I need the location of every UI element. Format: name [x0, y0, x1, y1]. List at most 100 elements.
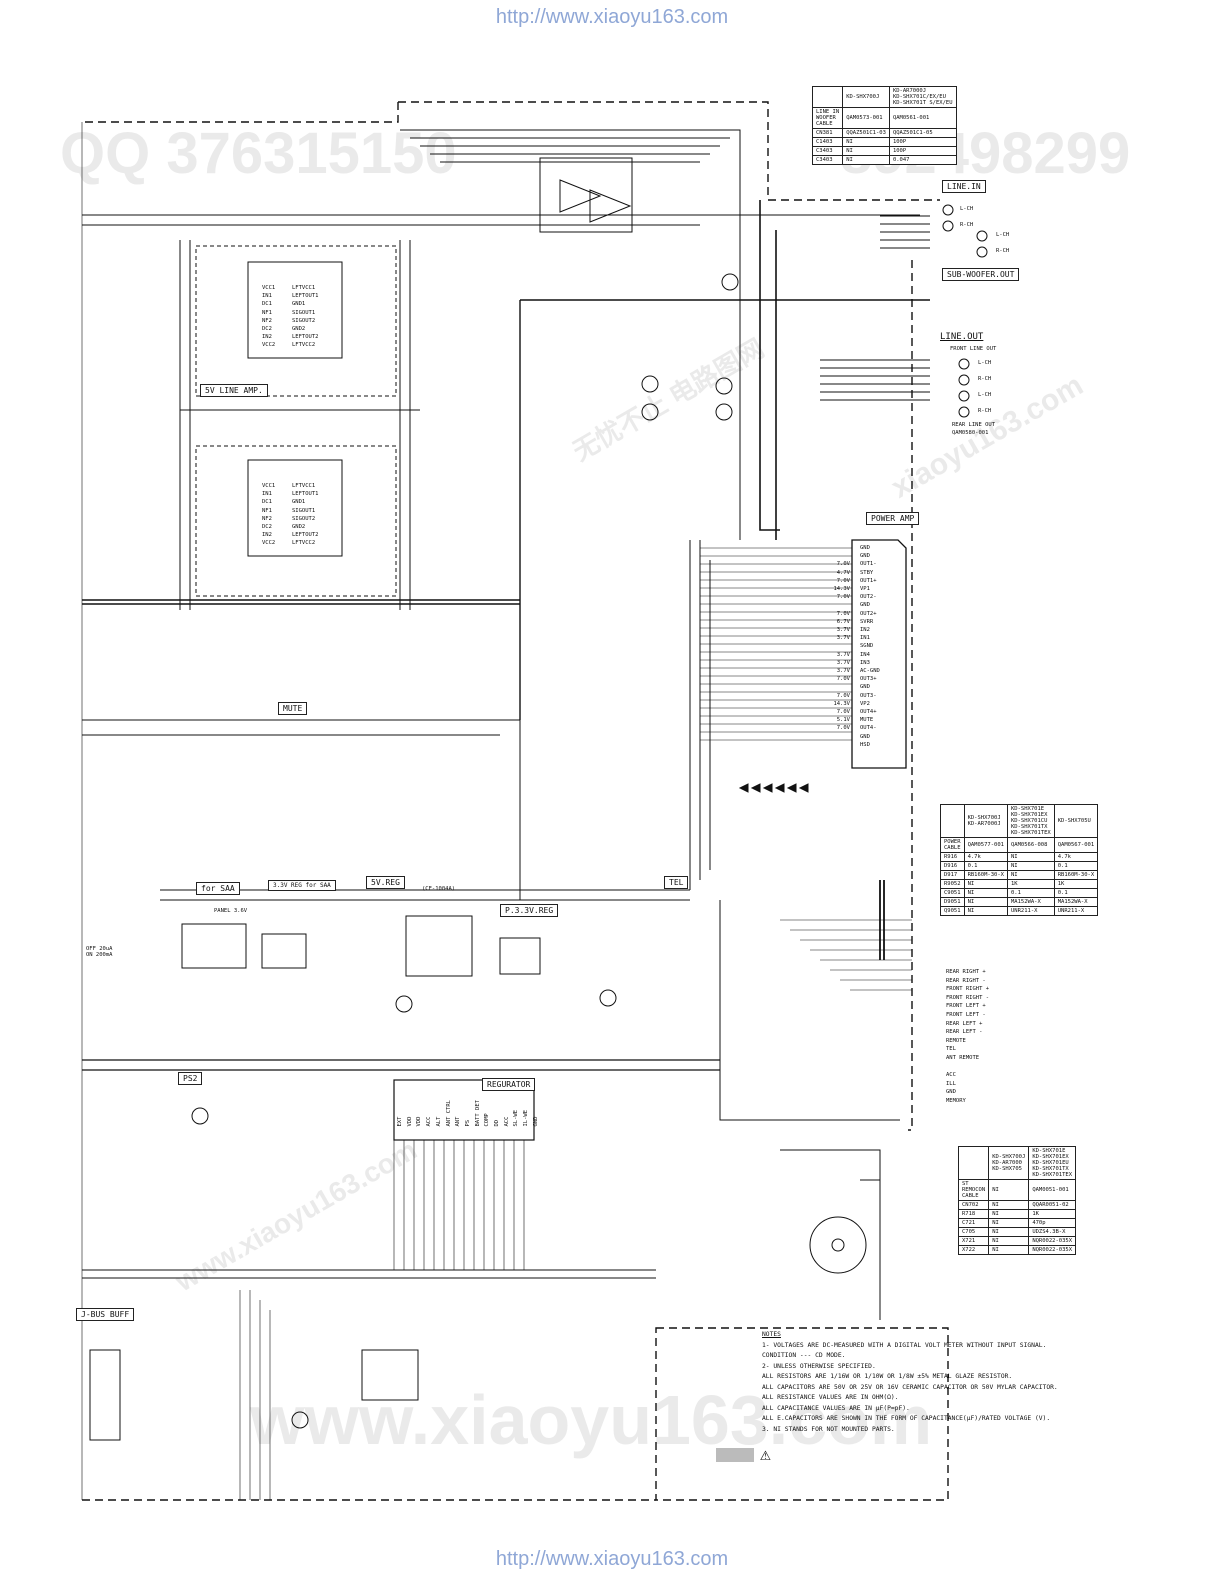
pa-volt: 7.0V: [836, 725, 850, 732]
pa-volt: 3.7V: [836, 668, 850, 675]
line-amp-pins-left: VCC1 IN1 DC1 NF1 NF2 DC2 IN2 VCC2: [262, 284, 275, 350]
note-line: ALL CAPACITORS ARE 50V OR 25V OR 16V CER…: [762, 1383, 1058, 1391]
table-mid-cell: D917: [940, 870, 965, 880]
speaker-output: TEL: [946, 1046, 956, 1053]
table-bot-cell: QQAR0051-02: [1028, 1200, 1077, 1210]
table-bot-cell: 470p: [1028, 1218, 1077, 1228]
la-pin: LEFTOUT1: [292, 293, 319, 300]
pa-volt: 7.0V: [836, 709, 850, 716]
table-mid-cell: R9052: [940, 879, 965, 889]
reg-pin: GND: [532, 1116, 539, 1127]
line-amp-pins-right: LFTVCC1 LEFTOUT1 GND1 SIGOUT1 SIGOUT2 GN…: [292, 284, 319, 350]
la2-pin: VCC2: [262, 540, 276, 547]
pa-pin: IN4: [860, 651, 870, 658]
speaker-output: FRONT RIGHT -: [946, 994, 990, 1001]
la-pin: NF1: [262, 309, 272, 316]
block-5v-reg: 5V.REG: [366, 876, 405, 889]
pa-volt: 3.7V: [836, 651, 850, 658]
pa-pin: AC-GND: [860, 668, 880, 675]
block-jbus-buff: J-BUS BUFF: [76, 1308, 135, 1321]
label-front-line-out: FRONT LINE OUT: [950, 346, 997, 352]
table-bot-cell: R718: [957, 1209, 990, 1219]
pa-volt: [826, 683, 850, 691]
table-mid-cell: NI: [1007, 852, 1055, 862]
speaker-output: REAR LEFT +: [946, 1020, 983, 1027]
pa-pin: OUT1+: [860, 577, 877, 584]
la-pin: SIGOUT1: [292, 309, 316, 316]
table-mid-cell: 4.7k: [1053, 852, 1099, 862]
la2-pin: NF1: [262, 507, 272, 514]
table-mid-cell: UNR211-X: [1007, 906, 1055, 916]
speaker-output: GND: [946, 1089, 956, 1096]
table-remocon-variants: KD-SHX700J KD-AR7000 KD-SHX705 KD-SHX701…: [957, 1146, 1077, 1255]
speaker-output-list: REAR RIGHT + REAR RIGHT - FRONT RIGHT + …: [946, 968, 989, 1106]
speaker-output: ILL: [946, 1080, 956, 1087]
table-bot-header-2: KD-SHX701E KD-SHX701EX KD-SHX701EU KD-SH…: [1028, 1146, 1077, 1180]
table-mid-cell: RB160M-30-X: [963, 870, 1009, 880]
la-pin: DC2: [262, 326, 272, 333]
pa-volt: 6.7V: [836, 618, 850, 625]
block-p33v-reg: P.3.3V.REG: [500, 904, 559, 917]
pa-volt: [826, 741, 850, 749]
table-mid-cell: 1K: [1053, 879, 1099, 889]
block-line-in: LINE.IN: [942, 180, 986, 193]
la2-pin: LFTVCC1: [292, 483, 316, 489]
la-pin: LEFTOUT2: [292, 334, 319, 341]
la2-pin: SIGOUT2: [292, 515, 316, 522]
table-top-cell: C3403: [811, 155, 844, 165]
pa-pin: OUT4+: [860, 709, 877, 716]
footer-url[interactable]: http://www.xiaoyu163.com: [495, 1548, 729, 1570]
pa-pin: OUT2+: [860, 610, 877, 617]
block-sub-woofer-out: SUB-WOOFER.OUT: [942, 268, 1020, 281]
la2-pin: LFTVCC2: [292, 540, 316, 547]
pa-pin: SVRR: [860, 618, 874, 625]
pa-volt: 7.0V: [836, 561, 850, 568]
la-pin: DC1: [262, 301, 272, 308]
pa-pin: OUT3-: [860, 692, 877, 699]
la-pin: VCC1: [262, 285, 276, 291]
block-regulator: REGURATOR: [482, 1078, 536, 1091]
pa-volt: [826, 642, 850, 650]
pa-pin: OUT1-: [860, 561, 877, 568]
table-bot-cell: NI: [988, 1236, 1030, 1246]
label-panel: PANEL 3.6V: [214, 908, 248, 914]
jack-label: L-CH: [996, 232, 1010, 238]
la2-pin: LEFTOUT2: [292, 532, 319, 539]
notes-block: NOTES 1- VOLTAGES ARE DC-MEASURED WITH A…: [762, 1330, 1058, 1435]
regulator-pins: EXT VDD VDD ACC ALT ANT CTRL ANT PS BATT…: [396, 1100, 540, 1127]
speaker-output: ACC: [946, 1072, 956, 1079]
table-bot-cell: NI: [988, 1227, 1030, 1237]
table-mid-cell: UNR211-X: [1053, 906, 1099, 916]
note-line: CONDITION --- CD MODE.: [762, 1352, 846, 1359]
table-mid-cell: QAM0577-001: [963, 837, 1009, 853]
reg-pin: ALT: [435, 1116, 442, 1127]
header-url[interactable]: http://www.xiaoyu163.com: [495, 6, 729, 28]
pa-volt: [826, 733, 850, 741]
line-amp2-pins-left: VCC1 IN1 DC1 NF1 NF2 DC2 IN2 VCC2: [262, 482, 275, 548]
table-top-header-1: KD-SHX700J: [842, 86, 890, 108]
pa-volt: [826, 601, 850, 609]
jack-label: R-CH: [978, 408, 992, 414]
table-mid-cell: NI: [1007, 870, 1055, 880]
power-amp-volts: 7.0V 4.7V 7.0V 14.3V 7.0V 7.0V 6.7V 3.7V…: [826, 544, 850, 749]
pa-volt: 7.0V: [836, 692, 850, 699]
table-bot-cell: X722: [957, 1245, 990, 1255]
la2-pin: LEFTOUT1: [292, 491, 319, 498]
block-ps2: PS2: [178, 1072, 203, 1085]
pa-pin: GND: [860, 545, 870, 551]
la-pin: LFTVCC1: [292, 285, 316, 291]
table-mid-cell: C9051: [940, 888, 965, 898]
reg-pin: EXT: [397, 1116, 403, 1127]
reg-pin: COMP: [484, 1113, 491, 1127]
la2-pin: IN2: [262, 532, 272, 539]
table-top-cell: C3403: [811, 146, 844, 156]
la-pin: IN1: [262, 293, 272, 300]
table-bot-cell: CN702: [957, 1200, 990, 1210]
reg-pin: VDD: [406, 1116, 413, 1127]
label-off-on: OFF 20uA ON 200mA: [86, 946, 113, 958]
table-mid-cell: R916: [940, 852, 965, 862]
table-bot-cell: NQR0022-035X: [1028, 1236, 1077, 1246]
table-bot-cell: UDZS4.3B-X: [1028, 1227, 1077, 1237]
la-pin: GND1: [292, 301, 306, 308]
table-mid-cell: NI: [963, 897, 1009, 907]
